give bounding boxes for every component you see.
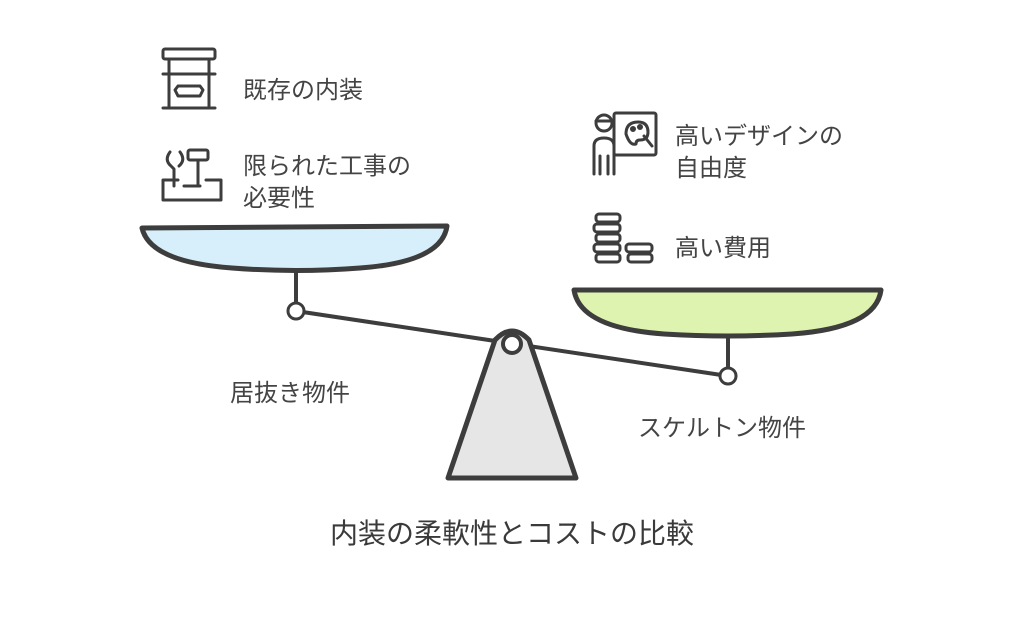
right-joint [718, 366, 738, 386]
interior-icon [161, 47, 217, 110]
left-side-name: 居抜き物件 [230, 379, 350, 407]
coins-icon [592, 212, 654, 264]
designer-icon [592, 111, 658, 176]
left-item-2-label: 限られた工事の 必要性 [243, 152, 411, 212]
fulcrum [445, 328, 579, 481]
fulcrum-pivot [501, 333, 523, 355]
right-item-2-label: 高い費用 [675, 234, 771, 262]
left-joint [286, 301, 306, 321]
right-item-1-label: 高いデザインの 自由度 [675, 122, 843, 182]
right-side-name: スケルトン物件 [638, 414, 806, 442]
tools-icon [161, 148, 223, 202]
left-pan [139, 223, 450, 273]
diagram-title: 内装の柔軟性とコストの比較 [329, 517, 694, 550]
left-item-1-label: 既存の内装 [243, 76, 363, 104]
right-pan [571, 287, 884, 339]
